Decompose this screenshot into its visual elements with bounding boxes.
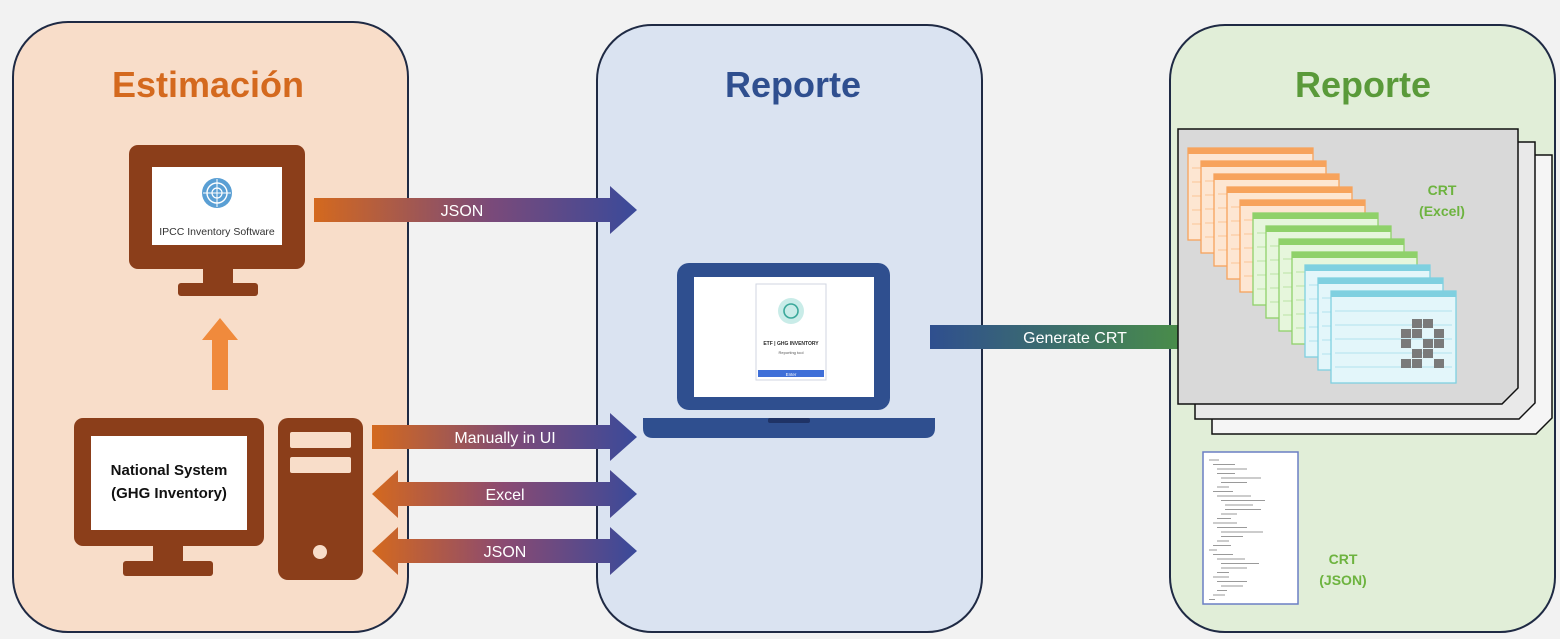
etf-login-card: ETF | GHG INVENTORY Reporting tool Enter [755,283,827,381]
ipcc-software-label: IPCC Inventory Software [159,226,275,238]
arrow-manual-ui-label: Manually in UI [454,430,555,447]
panel-title-reporte-output: Reporte [1295,64,1431,105]
arrow-generate-crt-label: Generate CRT [1023,330,1127,347]
spreadsheet-cell [1423,339,1433,348]
spreadsheet-cell [1423,349,1433,358]
spreadsheet-cell [1401,339,1411,348]
spreadsheet-cell [1401,359,1411,368]
arrow-manual-ui: Manually in UI [372,413,637,461]
arrow-excel: Excel [372,470,637,518]
etf-subtitle: Reporting tool [779,350,804,355]
crt-excel-sheets [1187,147,1457,384]
arrow-json-top: JSON [314,186,637,234]
etf-title: ETF | GHG INVENTORY [763,341,819,347]
spreadsheet-cell [1412,329,1422,338]
spreadsheet-cell [1423,319,1433,328]
spreadsheet-cell [1434,329,1444,338]
crt-json-document [1202,451,1299,605]
arrow-generate-crt: Generate CRT [930,310,1235,364]
arrow-json-bottom: JSON [372,527,637,575]
panel-title-estimacion: Estimación [112,64,304,105]
crt-excel-document-stack [1177,128,1553,435]
spreadsheet-cell [1434,359,1444,368]
spreadsheet-cell [1412,349,1422,358]
spreadsheet-cell [1412,359,1422,368]
arrow-excel-label: Excel [485,487,524,504]
arrow-json-top-label: JSON [441,203,484,220]
panel-title-reporte-tool: Reporte [725,64,861,105]
spreadsheet-cell [1401,329,1411,338]
spreadsheet-cell [1412,319,1422,328]
crt-json-label-line1: CRT [1329,551,1358,567]
etf-logo-icon [778,298,804,324]
national-system-monitor-icon [74,418,264,576]
crt-json-code-lines [1209,459,1265,600]
un-globe-icon [202,178,232,208]
etf-enter-button-label: Enter [786,372,797,377]
national-system-label-line2: (GHG Inventory) [111,485,227,502]
national-system-label-line1: National System [111,462,228,479]
arrow-json-bottom-label: JSON [484,544,527,561]
spreadsheet-cell [1434,339,1444,348]
etf-enter-button [758,370,824,377]
up-arrow-icon [202,318,238,390]
crt-json-label-line2: (JSON) [1319,572,1366,588]
computer-tower-icon [278,418,363,580]
crt-excel-label-line2: (Excel) [1419,203,1465,219]
crt-excel-label-line1: CRT [1428,182,1457,198]
